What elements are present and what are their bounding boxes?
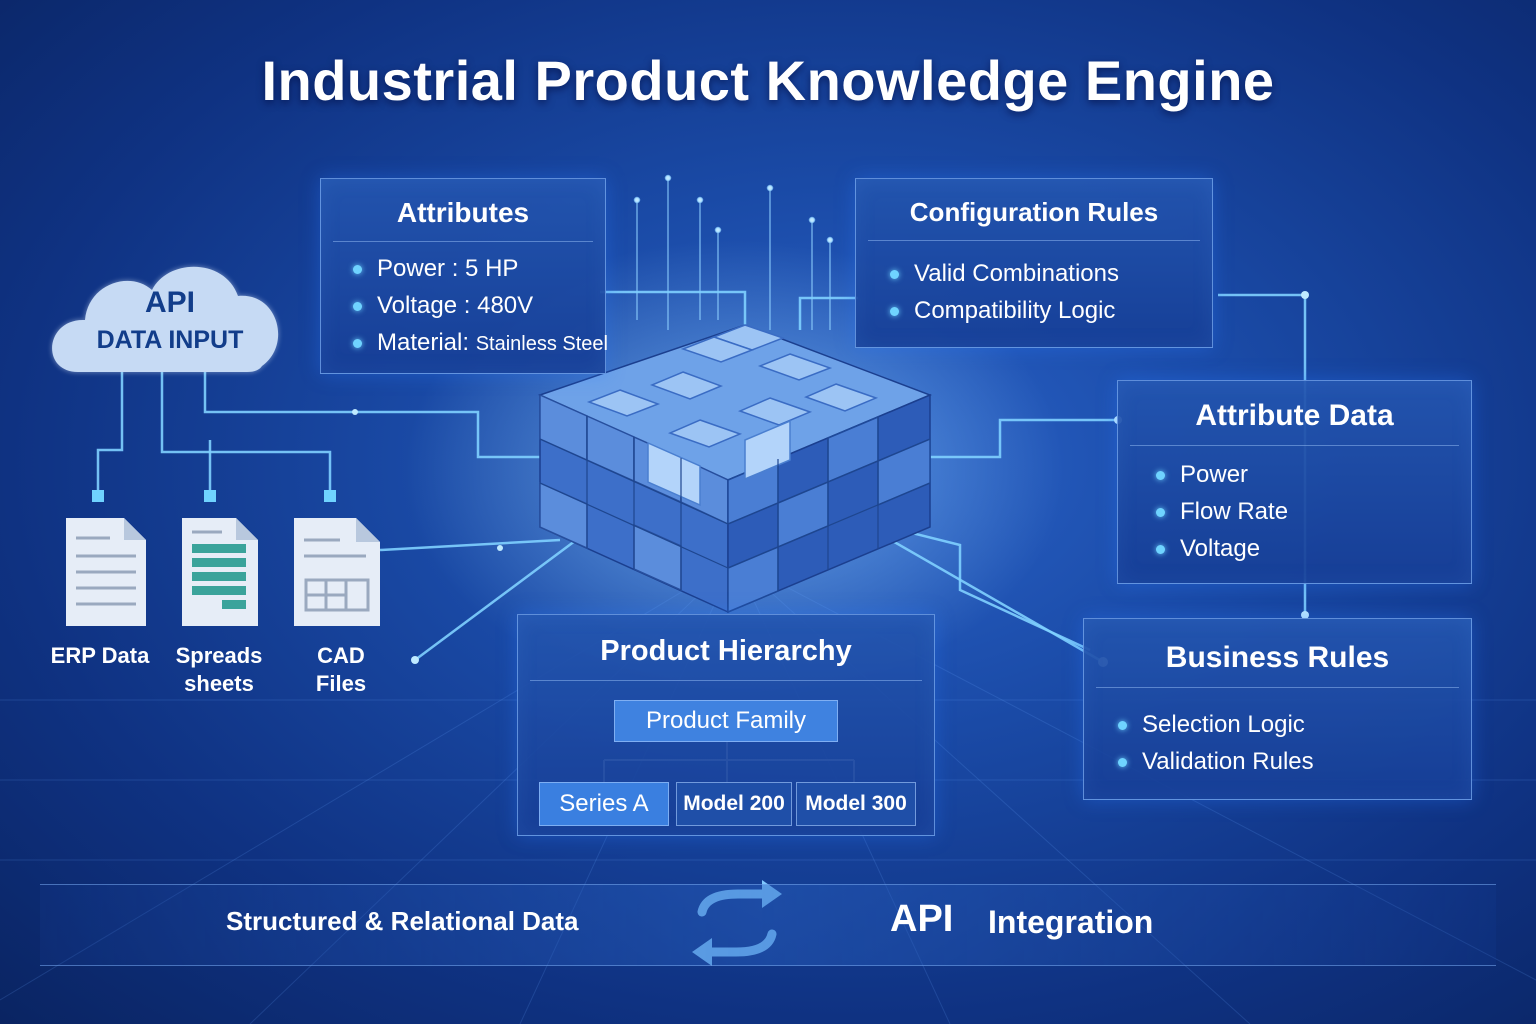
- business-rules-title: Business Rules: [1096, 619, 1459, 688]
- attribute-data-item: Power: [1156, 456, 1471, 493]
- attributes-title: Attributes: [333, 179, 593, 242]
- cad-file-icon: [294, 518, 380, 626]
- cloud-api-label: API: [144, 286, 195, 319]
- source-erp-label: ERP Data: [40, 642, 160, 670]
- hierarchy-node-model-300: Model 300: [796, 782, 916, 826]
- configuration-rule-item: Valid Combinations: [890, 255, 1212, 292]
- footer-api-label: API: [890, 898, 954, 940]
- knowledge-cube-icon: [537, 324, 933, 614]
- business-rules-panel: Business Rules Selection Logic Validatio…: [1083, 618, 1472, 800]
- attribute-item: Voltage : 480V: [353, 287, 605, 324]
- spreadsheet-icon: [182, 518, 258, 626]
- hierarchy-node-series-a: Series A: [539, 782, 669, 826]
- document-icon: [66, 518, 146, 626]
- attribute-item: Material: Stainless Steel: [353, 324, 608, 363]
- business-rule-item: Validation Rules: [1118, 743, 1471, 780]
- attribute-data-panel: Attribute Data Power Flow Rate Voltage: [1117, 380, 1472, 584]
- source-cad-line1: CAD: [317, 643, 365, 668]
- attribute-value: 480V: [477, 292, 534, 319]
- footer-integration-label: Integration: [988, 904, 1154, 940]
- attribute-value: Stainless Steel: [475, 333, 608, 355]
- business-rule-item: Selection Logic: [1118, 706, 1471, 743]
- page-title: Industrial Product Knowledge Engine: [261, 49, 1275, 112]
- source-erp-line1: ERP Data: [50, 643, 150, 668]
- configuration-rules-panel: Configuration Rules Valid Combinations C…: [855, 178, 1213, 348]
- light-streaks: [633, 174, 834, 330]
- configuration-rules-title: Configuration Rules: [868, 179, 1200, 241]
- source-cad-line2: Files: [315, 671, 367, 696]
- source-spreadsheet-line1: Spreads: [175, 643, 263, 668]
- source-spreadsheet-line2: sheets: [184, 671, 254, 696]
- cloud-data-input-label: DATA INPUT: [96, 326, 244, 354]
- doc-connector-squares: [92, 490, 336, 502]
- product-hierarchy-title: Product Hierarchy: [530, 615, 922, 681]
- attribute-key: Voltage: [377, 292, 458, 319]
- attribute-key: Material: [377, 329, 463, 356]
- attribute-item: Power : 5 HP: [353, 250, 605, 287]
- footer-bar: [40, 884, 1496, 966]
- cloud-icon: [51, 265, 279, 373]
- source-spreadsheet-label: Spreads sheets: [160, 642, 278, 698]
- attribute-data-title: Attribute Data: [1130, 381, 1459, 446]
- source-cad-label: CAD Files: [290, 642, 392, 698]
- sync-arrows-icon: [692, 880, 782, 966]
- attribute-data-item: Voltage: [1156, 530, 1471, 567]
- attributes-panel: Attributes Power : 5 HP Voltage : 480V M…: [320, 178, 608, 374]
- attribute-key: Power: [377, 255, 446, 282]
- hierarchy-root-node: Product Family: [614, 700, 838, 742]
- footer-structured-data-label: Structured & Relational Data: [226, 906, 579, 936]
- attribute-value: 5 HP: [465, 255, 519, 282]
- configuration-rule-item: Compatibility Logic: [890, 292, 1212, 329]
- attribute-data-item: Flow Rate: [1156, 493, 1471, 530]
- hierarchy-node-model-200: Model 200: [676, 782, 792, 826]
